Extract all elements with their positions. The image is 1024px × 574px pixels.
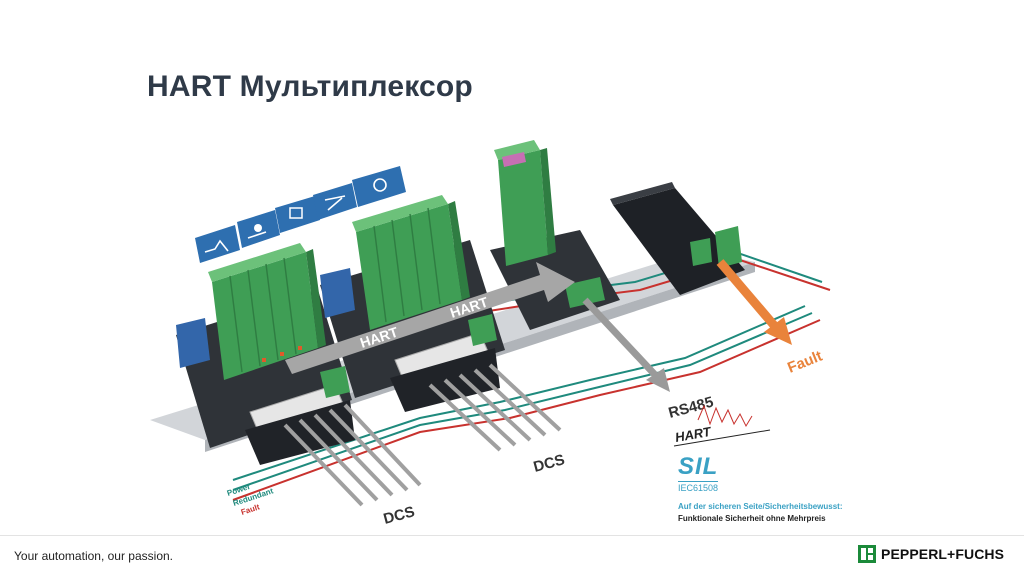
icon-tile-2	[237, 210, 280, 248]
pepperl-fuchs-logo-icon	[858, 545, 876, 563]
fault-label: Fault	[785, 348, 825, 377]
icon-tile-3	[275, 196, 320, 233]
icon-tile-4	[313, 183, 357, 220]
hart-logo-text: HART	[674, 424, 713, 445]
sil-badge: SIL IEC61508 Auf der sicheren Seite/Sich…	[678, 456, 918, 523]
dcs-label-center: DCS	[532, 451, 567, 476]
dcs-label-front: DCS	[382, 503, 417, 528]
sil-mark: SIL	[678, 456, 918, 478]
footer-divider	[0, 535, 1024, 536]
sil-standard: IEC61508	[678, 481, 718, 493]
sil-caption-de: Auf der sicheren Seite/Sicherheitsbewuss…	[678, 502, 918, 511]
footer-tagline: Your automation, our passion.	[14, 549, 173, 563]
brand-logo: PEPPERL+FUCHS	[858, 544, 1004, 564]
icon-tile-1	[195, 225, 240, 263]
icon-tile-5	[352, 166, 406, 207]
brand-name: PEPPERL+FUCHS	[881, 546, 1004, 562]
sil-caption-functional: Funktionale Sicherheit ohne Mehrpreis	[678, 514, 918, 523]
